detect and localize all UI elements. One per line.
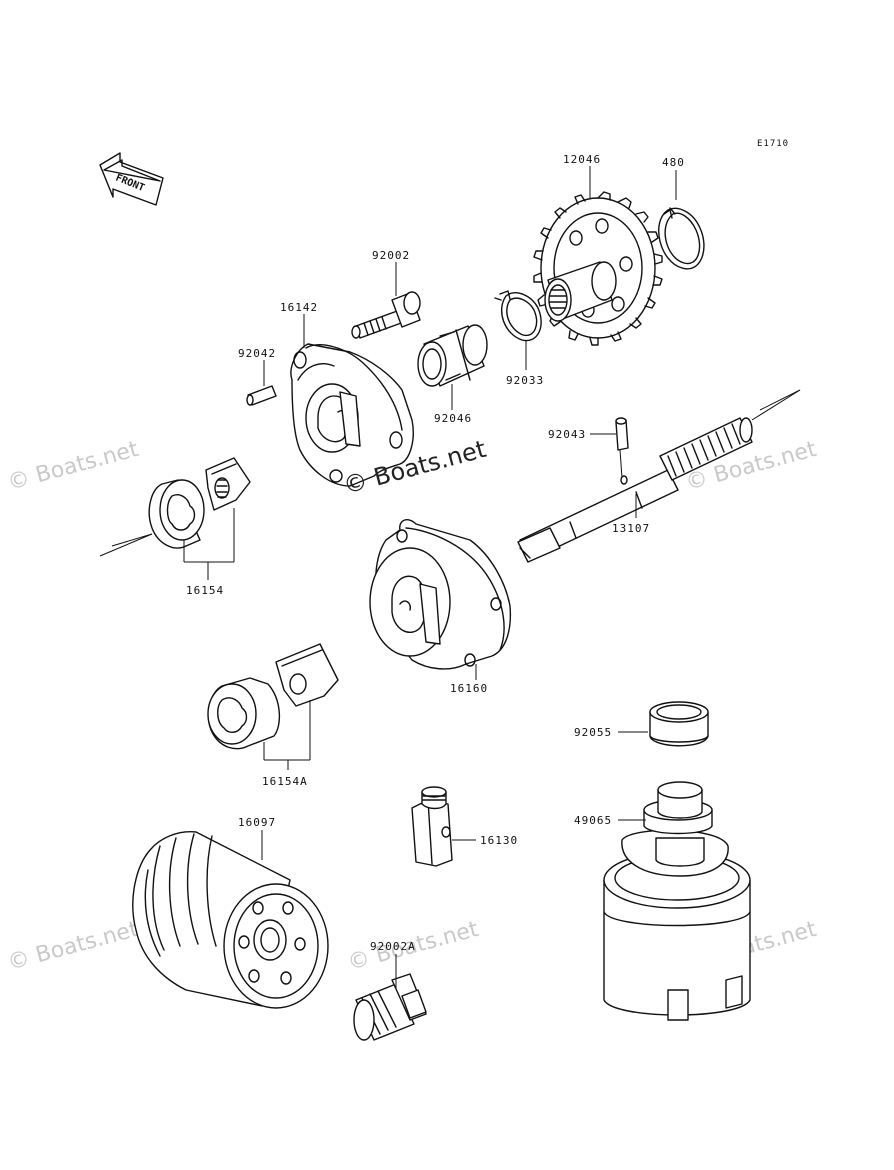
label-16154: 16154 <box>186 584 224 597</box>
label-92002A: 92002A <box>370 940 416 953</box>
label-92046: 92046 <box>434 412 472 425</box>
label-16130: 16130 <box>480 834 518 847</box>
label-16142: 16142 <box>280 301 318 314</box>
watermark-bottom-left: © Boats.net <box>5 917 141 976</box>
cap-92055-icon <box>649 701 709 747</box>
shaft-13107-icon <box>517 417 753 563</box>
fitting-16130-icon <box>411 786 453 867</box>
front-arrow-icon: FRONT <box>99 152 164 206</box>
bolt-92002-icon <box>351 291 421 339</box>
label-92033: 92033 <box>506 374 544 387</box>
label-92055: 92055 <box>574 726 612 739</box>
oil-filter-16097-icon <box>132 831 329 1009</box>
label-12046: 12046 <box>563 153 601 166</box>
label-92042: 92042 <box>238 347 276 360</box>
label-92002: 92002 <box>372 249 410 262</box>
label-92043: 92043 <box>548 428 586 441</box>
label-13107: 13107 <box>612 522 650 535</box>
pump-body-16160-icon <box>369 519 512 670</box>
pin-92043-icon <box>615 417 629 451</box>
circlip-480-icon <box>658 207 705 270</box>
watermark-left: © Boats.net <box>5 437 141 496</box>
dowel-pin-92042-icon <box>246 385 277 406</box>
rotor-set-16154A-icon <box>207 643 339 750</box>
pump-cover-16142-icon <box>290 343 414 487</box>
label-16154A: 16154A <box>262 775 308 788</box>
label-49065: 49065 <box>574 814 612 827</box>
filter-wrench-49065-icon <box>603 781 751 1021</box>
label-16097: 16097 <box>238 816 276 829</box>
gear-12046-icon <box>533 191 663 346</box>
circlip-92033-icon <box>494 290 542 342</box>
rotor-set-16154-icon <box>148 457 251 549</box>
label-16160: 16160 <box>450 682 488 695</box>
diagram-ref-code: E1710 <box>757 139 789 149</box>
bearing-92046-icon <box>417 324 488 387</box>
label-480: 480 <box>662 156 685 169</box>
threaded-fitting-92002A-icon <box>353 973 427 1041</box>
